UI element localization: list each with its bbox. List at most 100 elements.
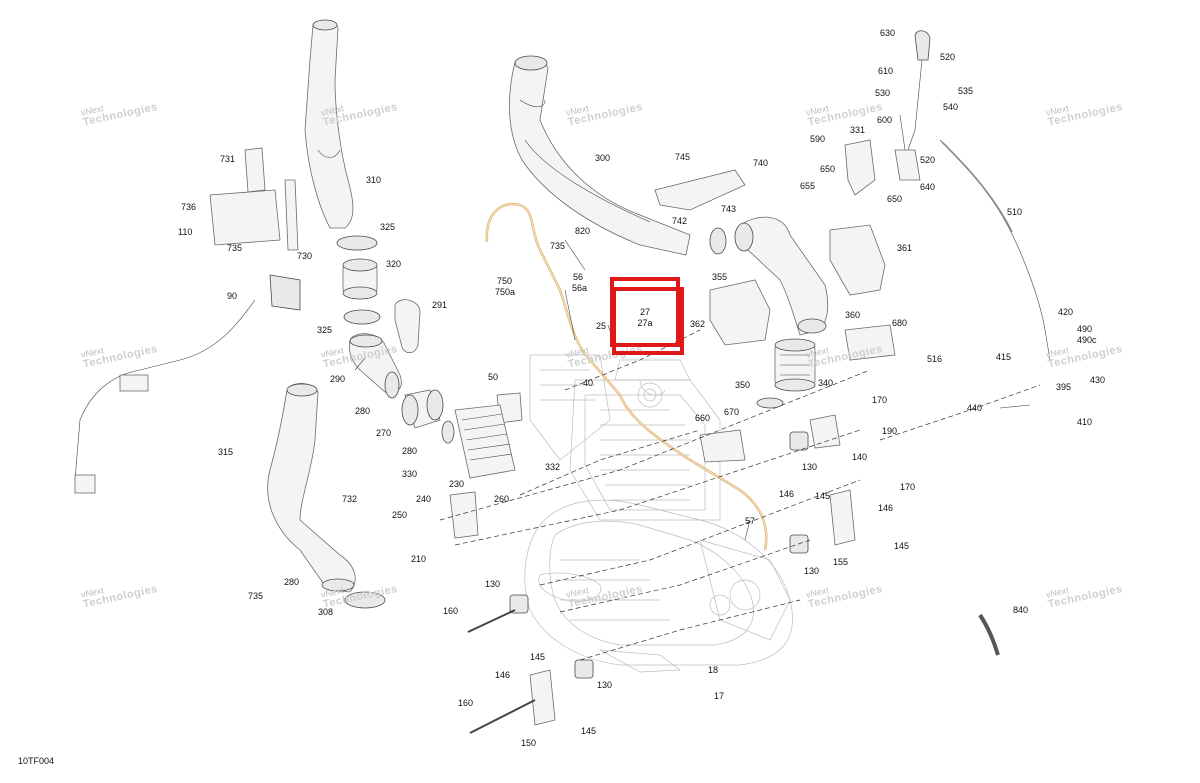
part-label[interactable]: 160	[458, 698, 474, 708]
part-label[interactable]: 820	[575, 226, 591, 236]
part-label[interactable]: 270	[376, 428, 392, 438]
part-label[interactable]: 362	[690, 319, 706, 329]
part-label[interactable]: 315	[218, 447, 234, 457]
part-label[interactable]: 745	[675, 152, 691, 162]
part-label[interactable]: 230	[449, 479, 465, 489]
part-label[interactable]: 145	[530, 652, 546, 662]
part-label[interactable]: 130	[804, 566, 820, 576]
part-label[interactable]: 731	[220, 154, 236, 164]
part-label[interactable]: 640	[920, 182, 936, 192]
part-label-27a[interactable]: 27a	[637, 318, 653, 328]
part-label[interactable]: 330	[402, 469, 418, 479]
part-label[interactable]: 660	[695, 413, 711, 423]
part-label[interactable]: 290	[330, 374, 346, 384]
part-label[interactable]: 325	[317, 325, 333, 335]
part-label[interactable]: 410	[1077, 417, 1093, 427]
highlight-box-27-inner[interactable]	[612, 287, 684, 355]
part-label[interactable]: 540	[943, 102, 959, 112]
part-label[interactable]: 490c	[1077, 335, 1097, 345]
part-label[interactable]: 170	[900, 482, 916, 492]
part-label[interactable]: 320	[386, 259, 402, 269]
part-label[interactable]: 155	[833, 557, 849, 567]
part-label[interactable]: 735	[550, 241, 566, 251]
part-label[interactable]: 145	[894, 541, 910, 551]
part-label[interactable]: 742	[672, 216, 688, 226]
part-label[interactable]: 590	[810, 134, 826, 144]
part-label[interactable]: 331	[850, 125, 866, 135]
part-label[interactable]: 732	[342, 494, 358, 504]
part-label[interactable]: 25	[596, 321, 607, 331]
part-label[interactable]: 420	[1058, 307, 1074, 317]
part-label[interactable]: 170	[872, 395, 888, 405]
part-label[interactable]: 840	[1013, 605, 1029, 615]
part-label[interactable]: 670	[724, 407, 740, 417]
part-label[interactable]: 56a	[572, 283, 588, 293]
part-label[interactable]: 415	[996, 352, 1012, 362]
part-label[interactable]: 736	[181, 202, 197, 212]
part-label[interactable]: 130	[802, 462, 818, 472]
part-label[interactable]: 740	[753, 158, 769, 168]
part-label[interactable]: 280	[402, 446, 418, 456]
part-label[interactable]: 240	[416, 494, 432, 504]
part-label[interactable]: 250	[392, 510, 408, 520]
part-label[interactable]: 340	[818, 378, 834, 388]
part-label[interactable]: 730	[297, 251, 313, 261]
part-label[interactable]: 520	[940, 52, 956, 62]
part-label[interactable]: 146	[878, 503, 894, 513]
part-label[interactable]: 90	[227, 291, 238, 301]
part-label[interactable]: 600	[877, 115, 893, 125]
part-label[interactable]: 530	[875, 88, 891, 98]
part-label[interactable]: 750	[497, 276, 513, 286]
part-label[interactable]: 160	[443, 606, 459, 616]
part-label[interactable]: 650	[820, 164, 836, 174]
part-label[interactable]: 650	[887, 194, 903, 204]
part-label-27[interactable]: 27	[639, 307, 650, 317]
part-label[interactable]: 332	[545, 462, 561, 472]
part-label[interactable]: 145	[581, 726, 597, 736]
part-label[interactable]: 17	[714, 691, 725, 701]
part-label[interactable]: 516	[927, 354, 943, 364]
part-label[interactable]: 325	[380, 222, 396, 232]
part-label[interactable]: 610	[878, 66, 894, 76]
part-label[interactable]: 50	[488, 372, 499, 382]
part-label[interactable]: 291	[432, 300, 448, 310]
part-label[interactable]: 535	[958, 86, 974, 96]
part-label[interactable]: 18	[708, 665, 719, 675]
part-label[interactable]: 146	[495, 670, 511, 680]
part-label[interactable]: 308	[318, 607, 334, 617]
part-label[interactable]: 655	[800, 181, 816, 191]
part-label[interactable]: 110	[178, 227, 193, 237]
part-label[interactable]: 260	[494, 494, 510, 504]
part-label[interactable]: 430	[1090, 375, 1106, 385]
part-label[interactable]: 360	[845, 310, 861, 320]
part-label[interactable]: 680	[892, 318, 908, 328]
part-label[interactable]: 130	[597, 680, 613, 690]
part-label[interactable]: 510	[1007, 207, 1023, 217]
part-label[interactable]: 140	[852, 452, 868, 462]
part-label[interactable]: 310	[366, 175, 382, 185]
part-label[interactable]: 300	[595, 153, 611, 163]
part-label[interactable]: 520	[920, 155, 936, 165]
part-label[interactable]: 355	[712, 272, 728, 282]
part-label[interactable]: 130	[485, 579, 501, 589]
part-label[interactable]: 440	[967, 403, 983, 413]
part-label[interactable]: 146	[779, 489, 795, 499]
part-label[interactable]: 735	[227, 243, 243, 253]
part-label[interactable]: 280	[284, 577, 300, 587]
part-label[interactable]: 150	[521, 738, 537, 748]
part-label[interactable]: 750a	[495, 287, 516, 297]
part-label[interactable]: 40	[583, 378, 594, 388]
part-label[interactable]: 210	[411, 554, 427, 564]
part-label[interactable]: 743	[721, 204, 737, 214]
part-label[interactable]: 361	[897, 243, 913, 253]
part-label[interactable]: 145	[815, 491, 831, 501]
part-label[interactable]: 490	[1077, 324, 1093, 334]
part-label[interactable]: 57	[745, 516, 756, 526]
part-label[interactable]: 190	[882, 426, 898, 436]
part-label[interactable]: 630	[880, 28, 896, 38]
part-label[interactable]: 350	[735, 380, 751, 390]
part-label[interactable]: 735	[248, 591, 264, 601]
part-label[interactable]: 280	[355, 406, 371, 416]
part-label[interactable]: 395	[1056, 382, 1072, 392]
part-label[interactable]: 56	[573, 272, 584, 282]
